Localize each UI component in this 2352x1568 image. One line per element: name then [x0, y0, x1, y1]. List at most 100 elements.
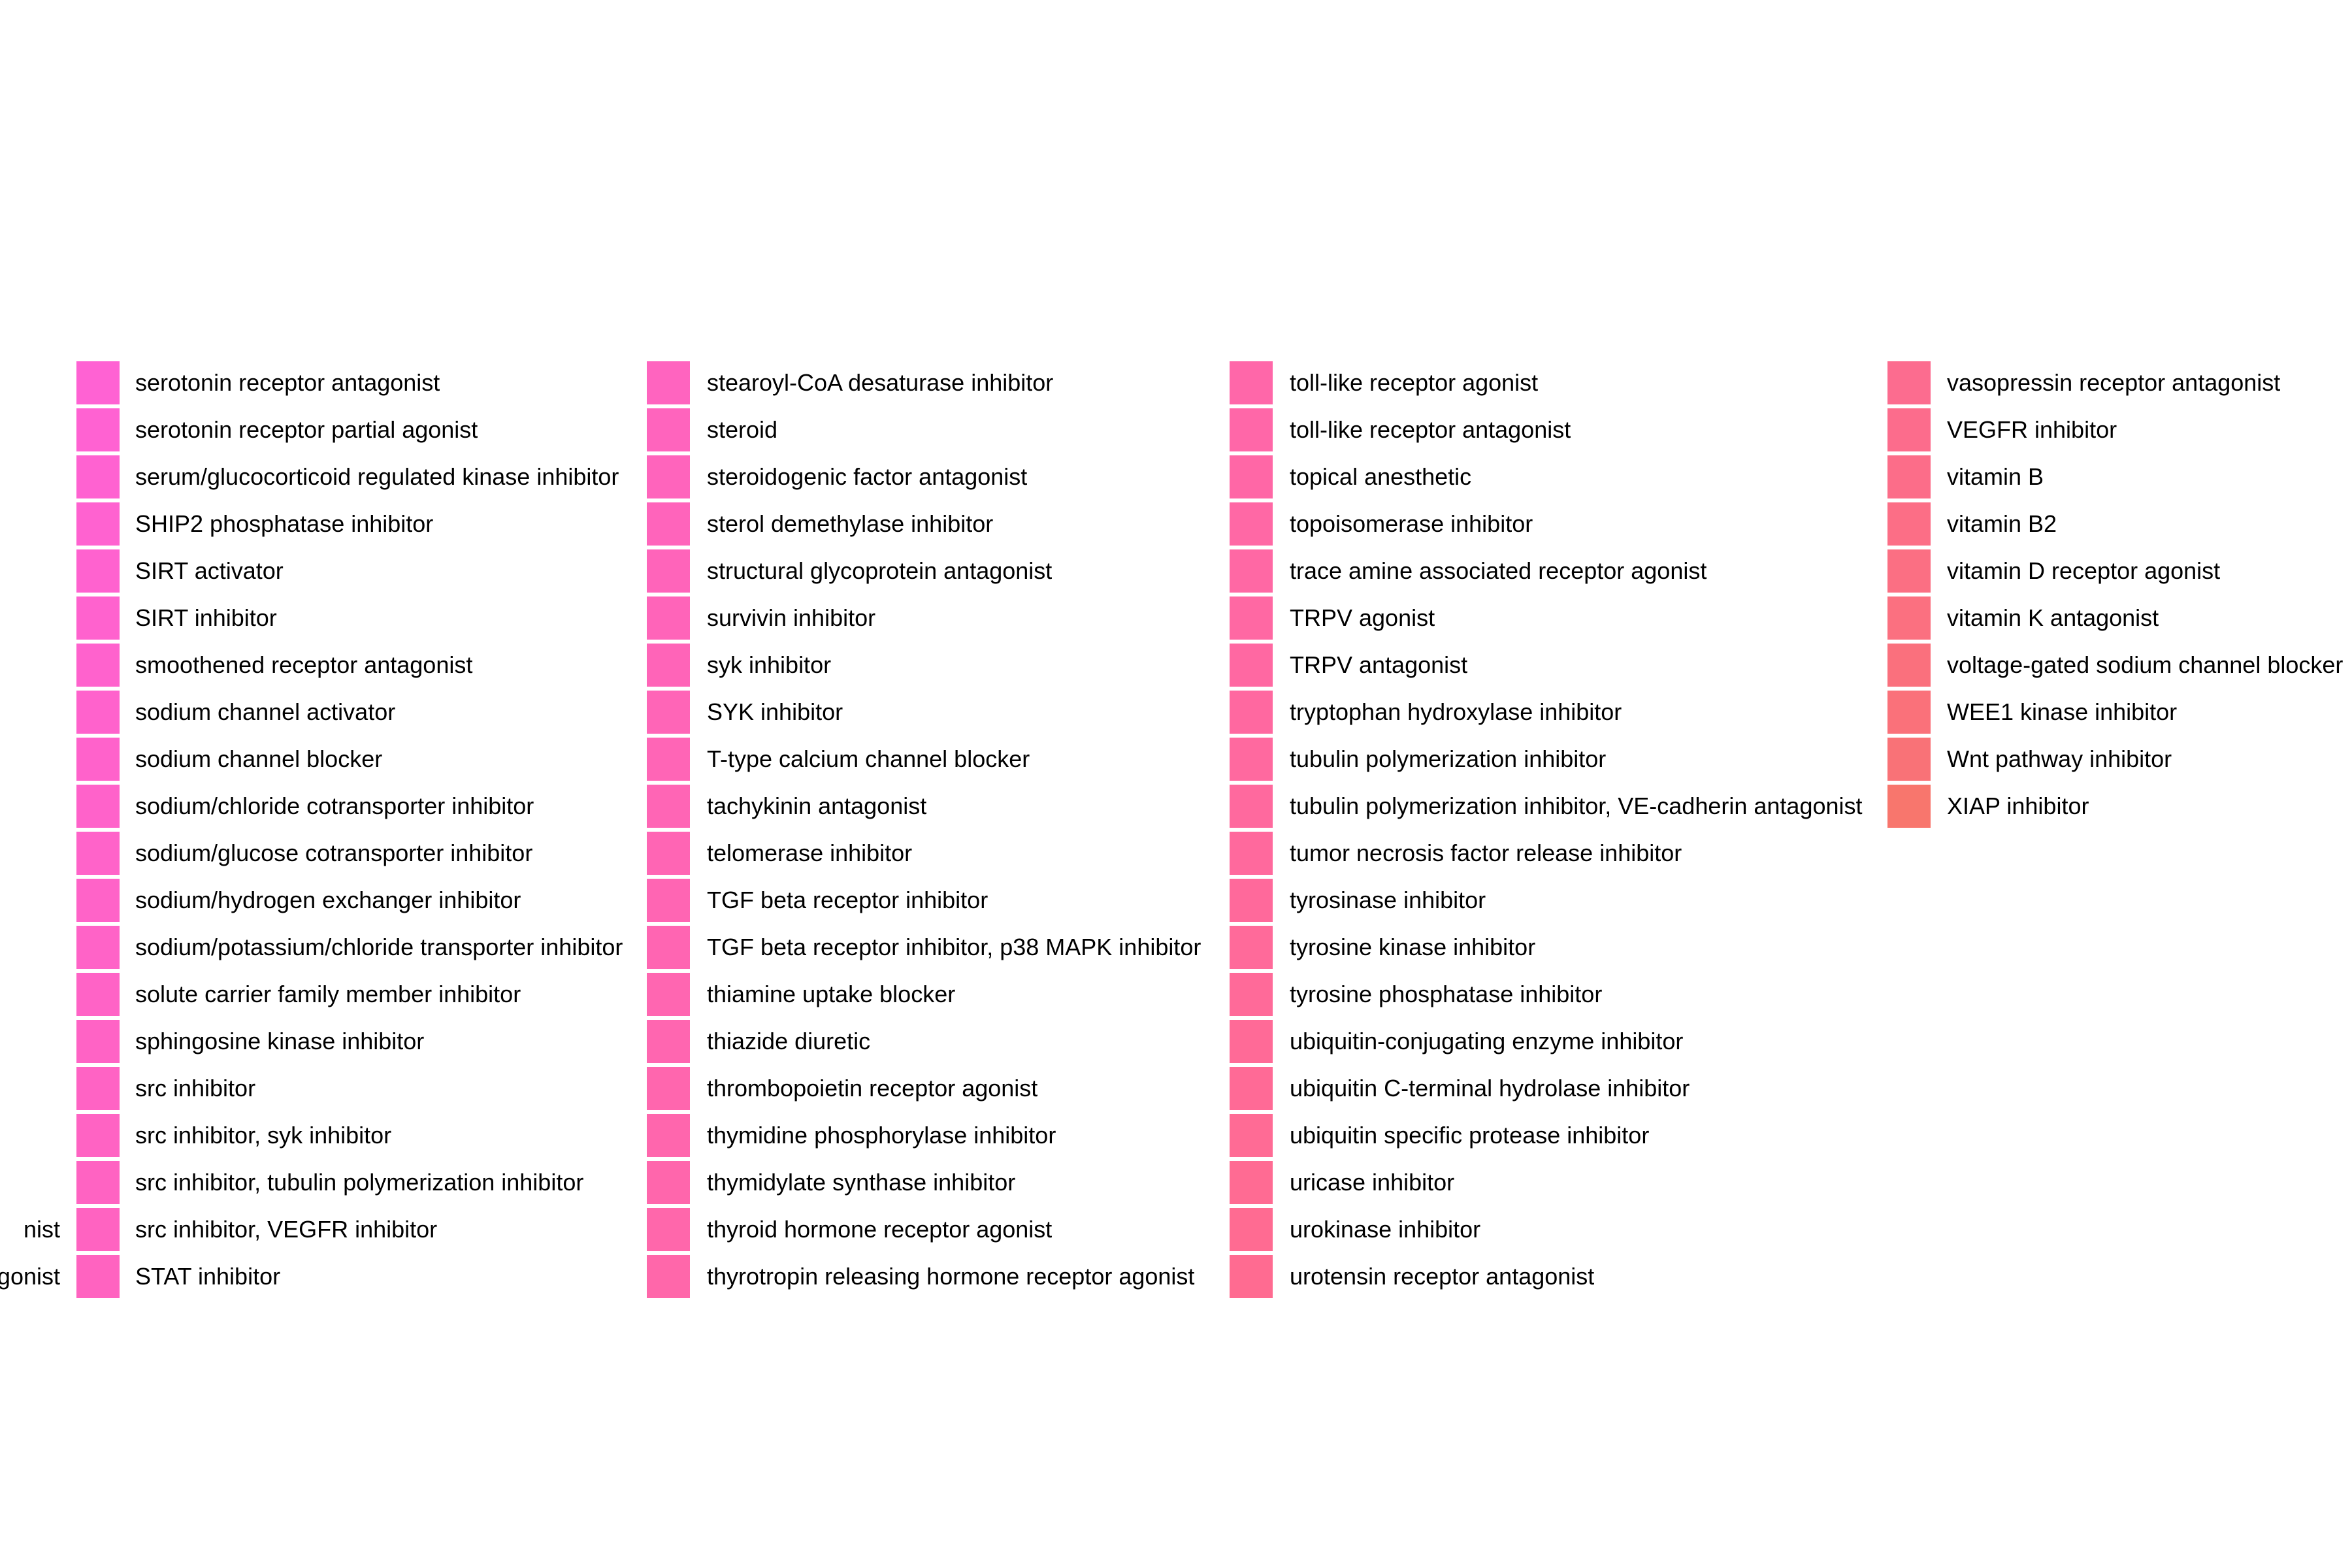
legend-label: sodium/glucose cotransporter inhibitor — [135, 840, 533, 866]
legend-label: serum/glucocorticoid regulated kinase in… — [135, 463, 619, 490]
legend-label: tumor necrosis factor release inhibitor — [1290, 840, 1682, 866]
legend-label: TRPV antagonist — [1290, 651, 1468, 678]
legend-label: serotonin receptor antagonist — [135, 369, 440, 396]
legend-label: syk inhibitor — [707, 651, 832, 678]
legend-key — [76, 973, 120, 1016]
legend-key — [1230, 455, 1273, 498]
legend-label: tubulin polymerization inhibitor, VE-cad… — [1290, 792, 1863, 819]
legend-label: urokinase inhibitor — [1290, 1216, 1481, 1243]
legend-key — [76, 785, 120, 828]
legend-label: telomerase inhibitor — [707, 840, 913, 866]
legend-label: Wnt pathway inhibitor — [1947, 745, 2172, 772]
legend-label: TGF beta receptor inhibitor — [707, 887, 988, 913]
legend-label: voltage-gated sodium channel blocker — [1947, 651, 2344, 678]
legend-key — [1230, 361, 1273, 404]
legend-key — [1230, 1208, 1273, 1251]
legend-label: T-type calcium channel blocker — [707, 745, 1030, 772]
legend-key — [76, 361, 120, 404]
legend-label: tryptophan hydroxylase inhibitor — [1290, 698, 1622, 725]
legend-key — [647, 1114, 690, 1157]
legend-key — [76, 596, 120, 640]
legend-key — [647, 1208, 690, 1251]
legend-label: thrombopoietin receptor agonist — [707, 1075, 1038, 1102]
legend-key — [647, 926, 690, 969]
legend-key — [1887, 549, 1931, 593]
legend-label: topoisomerase inhibitor — [1290, 510, 1533, 537]
legend-key — [647, 1020, 690, 1063]
legend-label: ubiquitin specific protease inhibitor — [1290, 1122, 1650, 1149]
legend-key — [1887, 455, 1931, 498]
legend-label: sodium/chloride cotransporter inhibitor — [135, 792, 534, 819]
legend-key — [1230, 1255, 1273, 1298]
legend-key — [1230, 926, 1273, 969]
legend-key — [76, 1114, 120, 1157]
legend-key — [1887, 644, 1931, 687]
legend-key — [647, 1255, 690, 1298]
legend-label: TGF beta receptor inhibitor, p38 MAPK in… — [707, 934, 1201, 960]
legend-label: thymidine phosphorylase inhibitor — [707, 1122, 1056, 1149]
legend-label: ubiquitin C-terminal hydrolase inhibitor — [1290, 1075, 1690, 1102]
legend-key — [76, 1020, 120, 1063]
legend-key — [1230, 785, 1273, 828]
legend-label: smoothened receptor antagonist — [135, 651, 473, 678]
legend-key — [1230, 691, 1273, 734]
legend-label: steroid — [707, 416, 778, 443]
legend-label: thiazide diuretic — [707, 1028, 871, 1054]
legend-label: thymidylate synthase inhibitor — [707, 1169, 1016, 1196]
legend-label: src inhibitor — [135, 1075, 256, 1102]
legend-label: sodium/hydrogen exchanger inhibitor — [135, 887, 521, 913]
legend-key — [1887, 691, 1931, 734]
legend-label: solute carrier family member inhibitor — [135, 981, 521, 1007]
legend-label-partial: nist — [23, 1216, 60, 1243]
legend-label: vitamin B2 — [1947, 510, 2057, 537]
legend-label: tyrosine phosphatase inhibitor — [1290, 981, 1603, 1007]
legend-key — [1230, 1020, 1273, 1063]
legend-label: tachykinin antagonist — [707, 792, 927, 819]
legend-label: structural glycoprotein antagonist — [707, 557, 1053, 584]
legend-label: src inhibitor, tubulin polymerization in… — [135, 1169, 584, 1196]
legend-key — [76, 691, 120, 734]
legend-key — [1230, 549, 1273, 593]
legend-label: thiamine uptake blocker — [707, 981, 956, 1007]
legend-key — [647, 455, 690, 498]
legend-label: src inhibitor, VEGFR inhibitor — [135, 1216, 438, 1243]
legend-key — [1230, 502, 1273, 546]
legend-label: vasopressin receptor antagonist — [1947, 369, 2281, 396]
legend-key — [1230, 973, 1273, 1016]
legend-label: sodium/potassium/chloride transporter in… — [135, 934, 623, 960]
legend-label: toll-like receptor agonist — [1290, 369, 1539, 396]
legend-label: stearoyl-CoA desaturase inhibitor — [707, 369, 1054, 396]
legend-label: SIRT inhibitor — [135, 604, 277, 631]
legend-label: uricase inhibitor — [1290, 1169, 1455, 1196]
legend-key — [1230, 1161, 1273, 1204]
legend-label: VEGFR inhibitor — [1947, 416, 2117, 443]
legend-label-partial: gonist — [0, 1263, 60, 1290]
legend-key — [1230, 644, 1273, 687]
legend-label: survivin inhibitor — [707, 604, 876, 631]
legend-key — [1887, 408, 1931, 451]
legend-key — [647, 832, 690, 875]
legend-key — [647, 644, 690, 687]
legend-label: XIAP inhibitor — [1947, 792, 2089, 819]
legend-label: thyroid hormone receptor agonist — [707, 1216, 1053, 1243]
legend-label: SHIP2 phosphatase inhibitor — [135, 510, 434, 537]
legend-key — [76, 738, 120, 781]
legend-key — [76, 926, 120, 969]
legend-key — [647, 549, 690, 593]
legend-label: serotonin receptor partial agonist — [135, 416, 478, 443]
legend-key — [647, 973, 690, 1016]
legend-label: tubulin polymerization inhibitor — [1290, 745, 1607, 772]
legend-key — [647, 738, 690, 781]
legend-key — [647, 596, 690, 640]
legend-key — [647, 785, 690, 828]
legend-label: sterol demethylase inhibitor — [707, 510, 994, 537]
legend-key — [1230, 832, 1273, 875]
legend-key — [647, 1161, 690, 1204]
legend-label: SYK inhibitor — [707, 698, 843, 725]
legend-label: TRPV agonist — [1290, 604, 1435, 631]
legend-key — [76, 644, 120, 687]
legend-key — [647, 1067, 690, 1110]
legend-key — [1887, 361, 1931, 404]
legend-key — [1887, 596, 1931, 640]
legend-label: tyrosine kinase inhibitor — [1290, 934, 1536, 960]
